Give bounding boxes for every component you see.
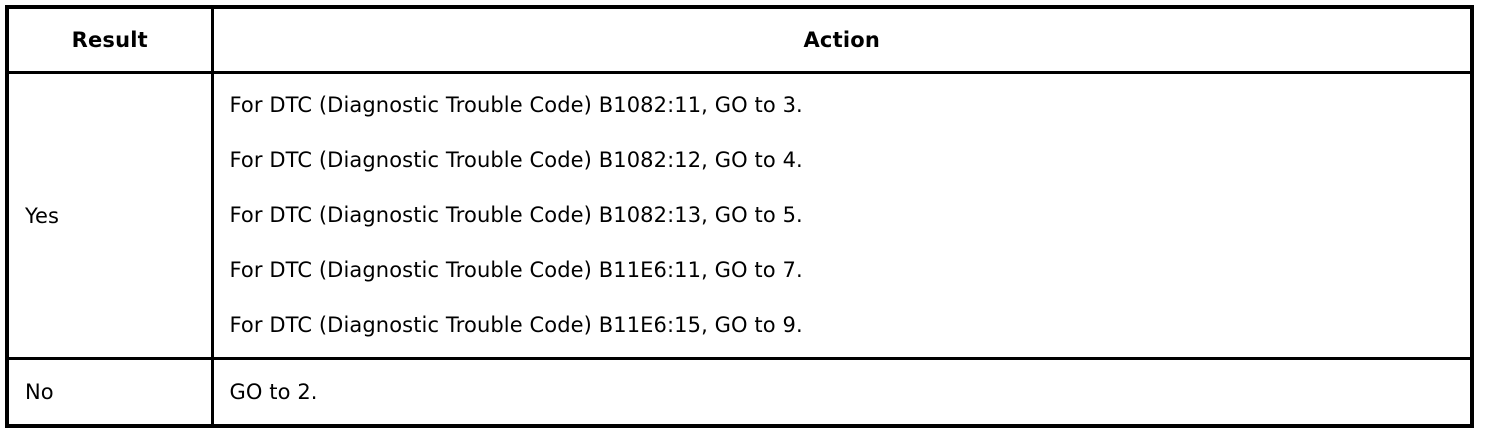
- action-cell-no: GO to 2.: [210, 357, 1474, 428]
- action-line: For DTC (Diagnostic Trouble Code) B1082:…: [229, 93, 803, 117]
- column-header-action: Action: [210, 5, 1474, 74]
- diagnostic-decision-table: Result Action Yes For DTC (Diagnostic Tr…: [5, 5, 1474, 428]
- action-line: For DTC (Diagnostic Trouble Code) B1082:…: [229, 203, 803, 227]
- decision-table-container: Result Action Yes For DTC (Diagnostic Tr…: [5, 5, 1474, 428]
- action-line: For DTC (Diagnostic Trouble Code) B11E6:…: [229, 258, 803, 282]
- action-line: GO to 2.: [229, 380, 318, 404]
- table-row: No GO to 2.: [5, 357, 1474, 428]
- result-cell-no: No: [5, 357, 214, 428]
- column-header-result: Result: [5, 5, 214, 74]
- table-body: Yes For DTC (Diagnostic Trouble Code) B1…: [5, 71, 1474, 428]
- action-line: For DTC (Diagnostic Trouble Code) B11E6:…: [229, 313, 803, 337]
- table-row: Yes For DTC (Diagnostic Trouble Code) B1…: [5, 71, 1474, 360]
- result-cell-yes: Yes: [5, 71, 214, 360]
- action-line: For DTC (Diagnostic Trouble Code) B1082:…: [229, 148, 803, 172]
- table-header: Result Action: [5, 5, 1474, 74]
- header-row: Result Action: [5, 5, 1474, 74]
- action-cell-yes: For DTC (Diagnostic Trouble Code) B1082:…: [210, 71, 1474, 360]
